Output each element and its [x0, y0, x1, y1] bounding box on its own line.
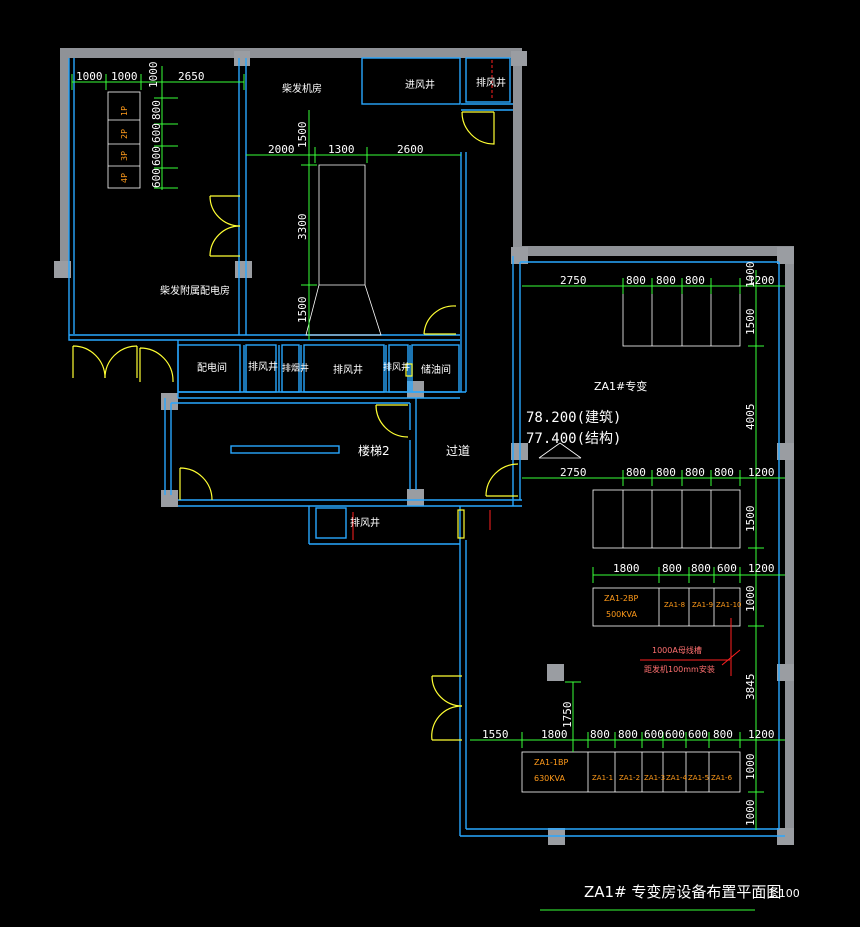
dimension-labels: 1000 1000 1000 2650 800 600 600 600 2000… — [76, 62, 775, 827]
dim-za-r2-5: 800 — [714, 466, 734, 479]
dim-za-r3-3: 800 — [691, 562, 711, 575]
dim-left-v3: 600 — [150, 146, 163, 166]
dim-za-v8: 1000 — [744, 800, 757, 827]
dim-za-r1-2: 800 — [626, 274, 646, 287]
panel-10: ZA1-10 — [716, 601, 741, 609]
dim-za-r1-4: 800 — [685, 274, 705, 287]
dim-za-r4-4: 800 — [618, 728, 638, 741]
busway-note-1: 1000A母线槽 — [652, 645, 702, 655]
room-corridor: 过道 — [446, 444, 470, 458]
elevation-struct: 77.400(结构) — [526, 431, 621, 447]
panel-4: ZA1-4 — [666, 774, 688, 782]
dim-za-v5: 3845 — [744, 674, 757, 701]
equipment-labels: 1P 2P 3P 4P ZA1-2BP 500KVA ZA1-8 ZA1-9 Z… — [120, 106, 741, 783]
dim-za-r1-3: 800 — [656, 274, 676, 287]
dim-za-r1-6: 1200 — [748, 274, 775, 287]
dim-top-1: 1000 — [76, 70, 103, 83]
dim-gen-v2: 3300 — [296, 214, 309, 241]
room-oil: 储油间 — [421, 363, 451, 376]
transformer2-kva: 500KVA — [606, 610, 637, 619]
doors — [72, 111, 519, 741]
dim-left-v1: 800 — [150, 100, 163, 120]
dim-za-r4-5: 600 — [644, 728, 664, 741]
room-labels: 柴发附属配电房 柴发机房 进风井 排风井 配电间 排风井 排烟井 排风井 排风井… — [160, 76, 647, 529]
dim-za-r3-2: 800 — [662, 562, 682, 575]
dim-za-r4-7: 600 — [688, 728, 708, 741]
dim-za-r1-5: 1000 — [744, 262, 757, 289]
dim-za-r4-3: 800 — [590, 728, 610, 741]
dim-za-r2-4: 800 — [685, 466, 705, 479]
room-exhaust-3: 排风井 — [383, 361, 410, 373]
dimension-lines — [71, 66, 785, 911]
room-exhaust-bottom: 排风井 — [350, 516, 380, 529]
dim-gen-h1: 2000 — [268, 143, 295, 156]
dim-za-r3-4: 600 — [717, 562, 737, 575]
cabinet-3: 3P — [120, 151, 129, 161]
dim-za-r2-1: 2750 — [560, 466, 587, 479]
dim-za-v6: 1750 — [561, 702, 574, 729]
dim-za-r3-5: 1200 — [748, 562, 775, 575]
room-stair: 楼梯2 — [358, 443, 390, 458]
dim-gen-h3: 2600 — [397, 143, 424, 156]
panel-8: ZA1-8 — [664, 601, 685, 609]
dim-top-4: 2650 — [178, 70, 205, 83]
transformer1-kva: 630KVA — [534, 774, 565, 783]
cabinet-4: 4P — [120, 173, 129, 183]
dim-gen-v3: 1500 — [296, 297, 309, 324]
dim-za-v7: 1000 — [744, 754, 757, 781]
dim-za-v2: 4005 — [744, 404, 757, 431]
room-power: 配电间 — [197, 361, 227, 374]
dim-za-v3: 1500 — [744, 506, 757, 533]
cabinet-1: 1P — [120, 106, 129, 116]
room-exhaust-top: 排风井 — [476, 76, 506, 89]
dim-za-r4-1: 1550 — [482, 728, 509, 741]
dim-left-v4: 600 — [150, 168, 163, 188]
dim-za-r4-2: 1800 — [541, 728, 568, 741]
drawing-title-text: ZA1# 专变房设备布置平面图 — [584, 883, 781, 901]
interior-walls — [68, 57, 785, 837]
equipment-outlines — [107, 60, 741, 793]
room-za1: ZA1#专变 — [594, 379, 647, 393]
dim-za-r2-3: 800 — [656, 466, 676, 479]
dim-za-r2-2: 800 — [626, 466, 646, 479]
drawing-scale: 1:100 — [768, 887, 800, 900]
panel-2: ZA1-2 — [619, 774, 640, 782]
panel-5: ZA1-5 — [688, 774, 709, 782]
transformer1-name: ZA1-1BP — [534, 758, 569, 767]
transformer2-name: ZA1-2BP — [604, 594, 639, 603]
panel-6: ZA1-6 — [711, 774, 733, 782]
dim-za-r4-9: 1200 — [748, 728, 775, 741]
dim-za-v1: 1500 — [744, 309, 757, 336]
dim-za-r4-8: 800 — [713, 728, 733, 741]
drawing-title: ZA1# 专变房设备布置平面图 1:100 — [584, 883, 800, 901]
room-generator: 柴发机房 — [282, 82, 322, 95]
busway-note-2: 距发机100mm安装 — [644, 664, 715, 674]
panel-1: ZA1-1 — [592, 774, 613, 782]
panel-9: ZA1-9 — [692, 601, 713, 609]
elevation-arch: 78.200(建筑) — [526, 410, 621, 426]
dim-top-3: 1000 — [147, 62, 160, 89]
dim-za-v4: 1000 — [744, 586, 757, 613]
dim-top-2: 1000 — [111, 70, 138, 83]
dim-za-r4-6: 600 — [665, 728, 685, 741]
panel-3: ZA1-3 — [644, 774, 665, 782]
dim-left-v2: 600 — [150, 123, 163, 143]
cabinet-2: 2P — [120, 129, 129, 139]
dim-za-r3-1: 1800 — [613, 562, 640, 575]
exterior-walls — [60, 48, 794, 842]
dim-gen-v1: 1500 — [296, 122, 309, 149]
dim-za-r1-1: 2750 — [560, 274, 587, 287]
dim-gen-h2: 1300 — [328, 143, 355, 156]
room-exhaust-1: 排风井 — [248, 360, 278, 373]
dim-za-r2-6: 1200 — [748, 466, 775, 479]
room-left: 柴发附属配电房 — [160, 284, 230, 297]
room-intake-shaft: 进风井 — [405, 78, 435, 91]
room-exhaust-2: 排风井 — [333, 363, 363, 376]
room-smoke-shaft: 排烟井 — [282, 362, 309, 374]
